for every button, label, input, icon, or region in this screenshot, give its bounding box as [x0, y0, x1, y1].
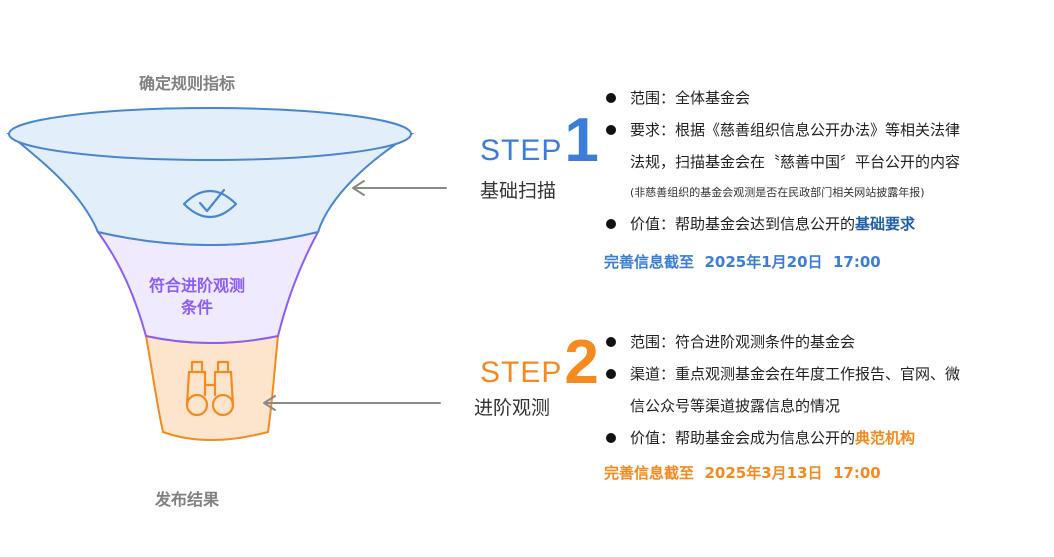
- step1-details: 范围：全体基金会 要求：根据《慈善组织信息公开办法》等相关法律 法规，扫描基金会…: [604, 82, 1044, 240]
- step1-subtitle: 基础扫描: [480, 180, 557, 202]
- bullet-dot: [606, 219, 616, 229]
- funnel-middle-label-line2: 条件: [180, 298, 213, 317]
- funnel-top-section: [6, 133, 415, 246]
- step1-value-prefix: 价值：帮助基金会达到信息公开的: [630, 215, 856, 233]
- bullet-dot: [606, 125, 616, 135]
- bullet-dot: [606, 433, 616, 443]
- step2-value-item: 价值：帮助基金会成为信息公开的典范机构: [604, 422, 1044, 454]
- step2-number: 2: [564, 328, 599, 397]
- funnel-rim: [8, 107, 412, 161]
- step2-channel-line1: 渠道：重点观测基金会在年度工作报告、官网、微: [630, 365, 961, 383]
- step2-heading: STEP 2: [480, 328, 599, 397]
- funnel-bottom-section: [144, 334, 280, 441]
- step2-channel-item: 渠道：重点观测基金会在年度工作报告、官网、微 信公众号等渠道披露信息的情况: [604, 358, 1044, 422]
- step1-requirement-line1: 要求：根据《慈善组织信息公开办法》等相关法律: [630, 121, 961, 139]
- funnel-middle-label: 符合进阶观测 条件: [132, 275, 262, 319]
- step1-scope-item: 范围：全体基金会: [604, 82, 1044, 114]
- bullet-dot: [606, 337, 616, 347]
- step1-requirement-line2: 法规，扫描基金会在〝慈善中国〞平台公开的内容: [630, 153, 961, 171]
- step2-scope: 范围：符合进阶观测条件的基金会: [630, 333, 856, 351]
- step2-deadline: 完善信息截至 2025年3月13日 17:00: [604, 464, 881, 482]
- step2-channel-line2: 信公众号等渠道披露信息的情况: [630, 397, 841, 415]
- funnel-middle-label-line1: 符合进阶观测: [148, 276, 245, 295]
- step1-heading: STEP 1: [480, 106, 599, 175]
- eye-check-icon: [182, 188, 238, 218]
- arrow-step1: [352, 180, 447, 196]
- step1-requirement-item: 要求：根据《慈善组织信息公开办法》等相关法律 法规，扫描基金会在〝慈善中国〞平台…: [604, 114, 1044, 178]
- step2-details: 范围：符合进阶观测条件的基金会 渠道：重点观测基金会在年度工作报告、官网、微 信…: [604, 326, 1044, 454]
- step2-subtitle: 进阶观测: [474, 397, 551, 419]
- step1-deadline: 完善信息截至 2025年1月20日 17:00: [604, 253, 881, 271]
- step1-word: STEP: [480, 134, 563, 167]
- step1-value-highlight: 基础要求: [855, 215, 916, 233]
- step1-scope: 范围：全体基金会: [630, 89, 751, 107]
- step1-value-item: 价值：帮助基金会达到信息公开的基础要求: [604, 208, 1044, 240]
- funnel-top-label: 确定规则指标: [138, 74, 235, 93]
- step2-value-highlight: 典范机构: [855, 429, 916, 447]
- step1-number: 1: [564, 106, 599, 175]
- arrow-step2: [263, 395, 441, 411]
- step2-word: STEP: [480, 356, 563, 389]
- binoculars-icon: [185, 360, 235, 417]
- step2-value-prefix: 价值：帮助基金会成为信息公开的: [630, 429, 856, 447]
- bullet-dot: [606, 93, 616, 103]
- step1-note: (非慈善组织的基金会观测是否在民政部门相关网站披露年报): [630, 186, 925, 199]
- funnel-bottom-label: 发布结果: [154, 490, 219, 509]
- funnel-diagram: [6, 107, 447, 441]
- bullet-dot: [606, 369, 616, 379]
- step2-scope-item: 范围：符合进阶观测条件的基金会: [604, 326, 1044, 358]
